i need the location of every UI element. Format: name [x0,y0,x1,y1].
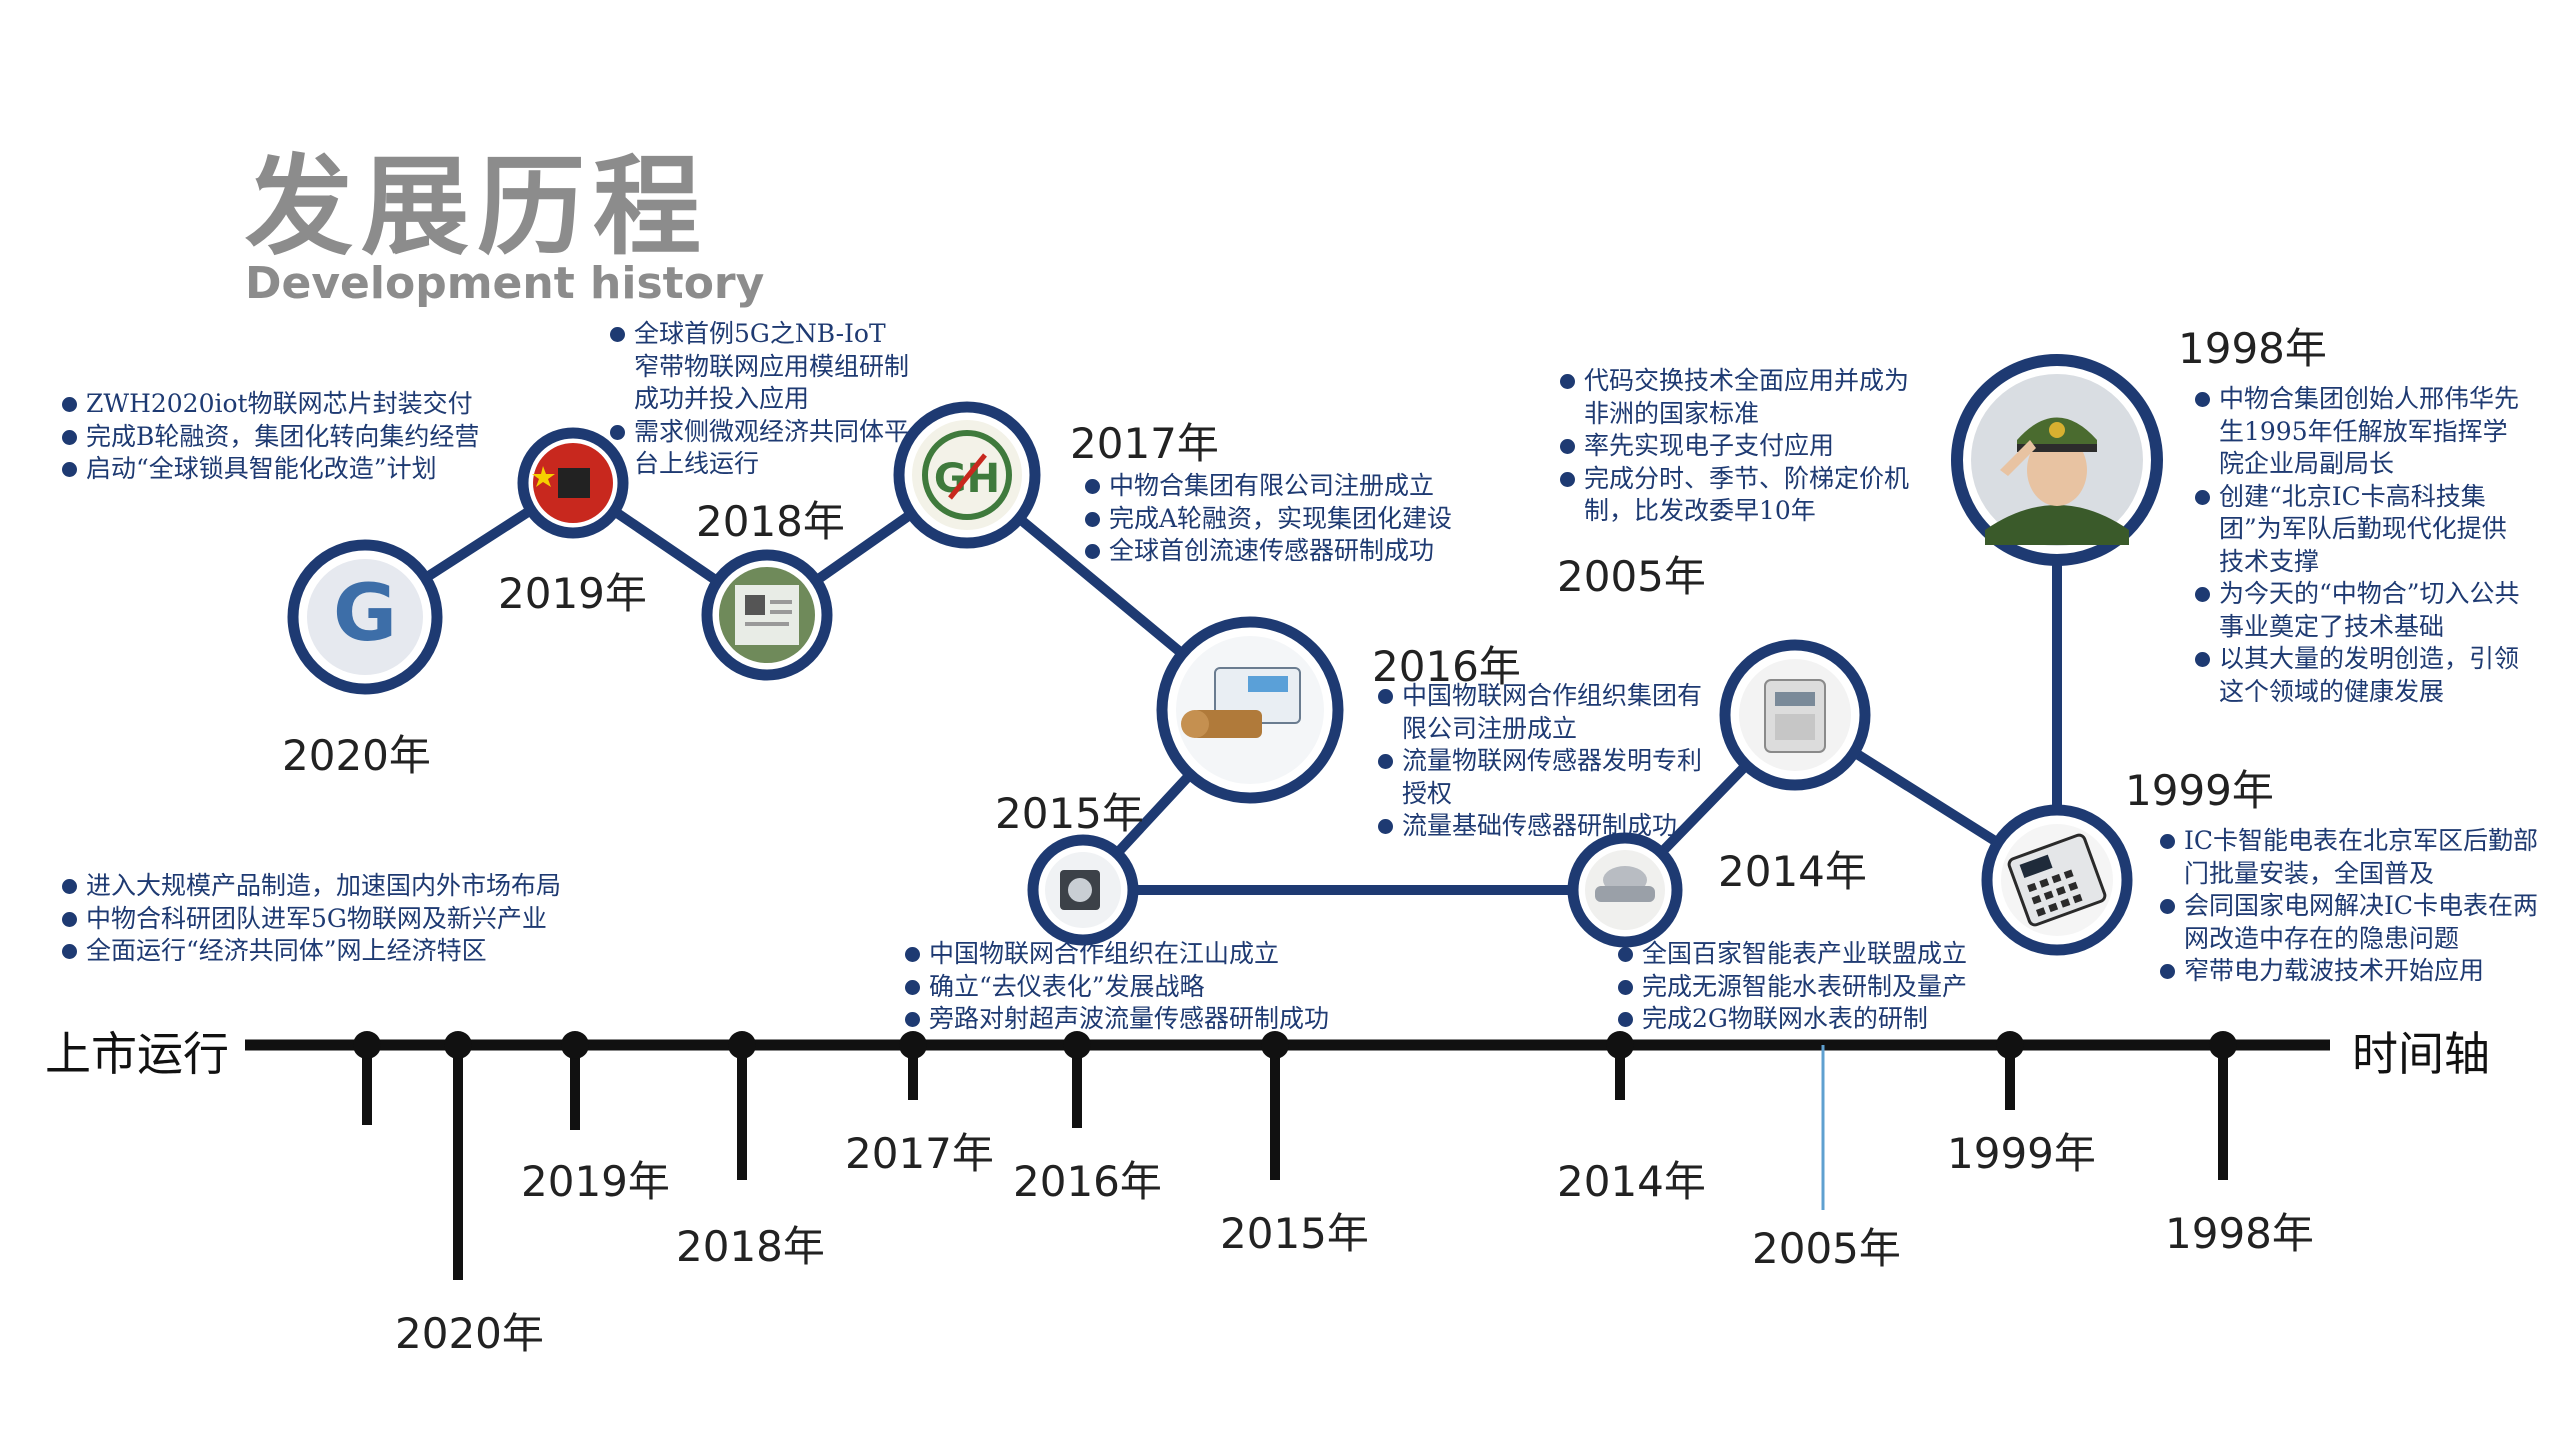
note-item: 完成无源智能水表研制及量产 [1618,971,2018,1004]
note-item: 全球首创流速传感器研制成功 [1085,535,1505,568]
notes-2017: 中物合集团有限公司注册成立 完成A轮融资，实现集团化建设 全球首创流速传感器研制… [1085,470,1505,568]
note-item: ZWH2020iot物联网芯片封装交付 [62,388,532,421]
note-item: 中国物联网合作组织集团有限公司注册成立 [1378,680,1718,745]
notes-2015: 中国物联网合作组织在江山成立 确立“去仪表化”发展战略 旁路对射超声波流量传感器… [905,938,1365,1036]
node-year-2005: 2005年 [1557,552,1706,601]
timeline-ticks [353,1031,2237,1280]
note-item: 会同国家电网解决IC卡电表在两网改造中存在的隐患问题 [2160,890,2545,955]
note-item: 中国物联网合作组织在江山成立 [905,938,1365,971]
page-title: 发展历程 [245,145,710,270]
gas-meter-icon [1739,659,1851,771]
tick-label-2014: 2014年 [1557,1157,1706,1206]
note-item: 完成分时、季节、阶梯定价机制，比发改委早10年 [1560,463,1930,528]
note-item: 窄带电力载波技术开始应用 [2160,955,2545,988]
note-item: 中物合集团创始人邢伟华先生1995年任解放军指挥学院企业局副局长 [2195,383,2525,481]
tick-label-2018: 2018年 [676,1222,825,1271]
notes-2005: 代码交换技术全面应用并成为非洲的国家标准 率先实现电子支付应用 完成分时、季节、… [1560,365,1930,528]
history-path [362,460,2062,895]
node-1999 [1981,804,2133,956]
note-item: 流量物联网传感器发明专利授权 [1378,745,1718,810]
founder-portrait-icon [1971,374,2143,546]
tick-label-2015: 2015年 [1220,1209,1369,1258]
note-item: 完成A轮融资，实现集团化建设 [1085,503,1505,536]
node-2015 [1027,834,1139,946]
tick-label-2019: 2019年 [521,1157,670,1206]
smart-water-meter-icon [1585,850,1665,930]
company-emblem-icon: GH [912,420,1022,530]
notes-2018: 全球首例5G之NB-IoT窄带物联网应用模组研制成功并投入应用 需求侧微观经济共… [610,318,910,481]
node-2016 [1156,616,1344,804]
notes-2016: 中国物联网合作组织集团有限公司注册成立 流量物联网传感器发明专利授权 流量基础传… [1378,680,1718,843]
tick-label-1999: 1999年 [1947,1129,2096,1178]
ic-card-meter-icon [2001,824,2113,936]
note-item: 全球首例5G之NB-IoT窄带物联网应用模组研制成功并投入应用 [610,318,910,416]
tick-label-2005: 2005年 [1752,1224,1901,1273]
axis-left-label: 上市运行 [45,1027,229,1081]
g-logo-icon [307,559,423,675]
svg-text:G: G [333,569,397,659]
notes-1998: 中物合集团创始人邢伟华先生1995年任解放军指挥学院企业局副局长 创建“北京IC… [2195,383,2525,708]
node-2018 [701,549,833,681]
node-year-2017: 2017年 [1070,419,1219,468]
node-2017: GH [893,401,1041,549]
note-item: 需求侧微观经济共同体平台上线运行 [610,416,910,481]
node-2019 [517,427,629,539]
node-2014 [1567,832,1683,948]
note-item: 率先实现电子支付应用 [1560,430,1930,463]
note-item: 代码交换技术全面应用并成为非洲的国家标准 [1560,365,1930,430]
tick-label-2017: 2017年 [845,1129,994,1178]
note-item: 流量基础传感器研制成功 [1378,810,1718,843]
note-item: 启动“全球锁具智能化改造”计划 [62,453,532,486]
tick-label-2016: 2016年 [1013,1157,1162,1206]
node-1998 [1951,354,2163,566]
note-item: 完成B轮融资，集团化转向集约经营 [62,421,532,454]
note-item: 全国百家智能表产业联盟成立 [1618,938,2018,971]
node-year-2016: 2016年 [1372,642,1521,691]
note-item: 旁路对射超声波流量传感器研制成功 [905,1003,1365,1036]
node-year-1999: 1999年 [2125,766,2274,815]
note-item: 为今天的“中物合”切入公共事业奠定了技术基础 [2195,578,2525,643]
node-year-2015: 2015年 [995,789,1144,838]
note-item: 创建“北京IC卡高科技集团”为军队后勤现代化提供技术支撑 [2195,481,2525,579]
ultrasonic-sensor-icon [1045,852,1121,928]
axis-right-label: 时间轴 [2352,1027,2490,1081]
node-year-2014: 2014年 [1718,847,1867,896]
notes-2020-top: ZWH2020iot物联网芯片封装交付 完成B轮融资，集团化转向集约经营 启动“… [62,388,532,486]
nb-iot-module-icon [719,567,815,663]
note-item: 中物合集团有限公司注册成立 [1085,470,1505,503]
note-item: 全面运行“经济共同体”网上经济特区 [62,935,622,968]
note-item: IC卡智能电表在北京军区后勤部门批量安装，全国普及 [2160,825,2545,890]
node-year-2019: 2019年 [498,569,647,618]
notes-2014: 全国百家智能表产业联盟成立 完成无源智能水表研制及量产 完成2G物联网水表的研制 [1618,938,2018,1036]
notes-2020-bottom: 进入大规模产品制造，加速国内外市场布局 中物合科研团队进军5G物联网及新兴产业 … [62,870,622,968]
note-item: 确立“去仪表化”发展战略 [905,971,1365,1004]
node-year-2018: 2018年 [696,497,845,546]
note-item: 完成2G物联网水表的研制 [1618,1003,2018,1036]
note-item: 中物合科研团队进军5G物联网及新兴产业 [62,903,622,936]
node-2020: G [287,539,443,695]
tick-label-1998: 1998年 [2165,1209,2314,1258]
note-item: 进入大规模产品制造，加速国内外市场布局 [62,870,622,903]
flow-sensor-device-icon [1176,636,1324,784]
node-year-1998: 1998年 [2178,324,2327,373]
note-item: 以其大量的发明创造，引领这个领域的健康发展 [2195,643,2525,708]
notes-1999: IC卡智能电表在北京军区后勤部门批量安装，全国普及 会同国家电网解决IC卡电表在… [2160,825,2545,988]
tick-label-2020: 2020年 [395,1309,544,1358]
node-2005 [1719,639,1871,791]
node-year-2020: 2020年 [282,731,431,780]
chip-with-flag-icon [532,443,613,523]
page-subtitle: Development history [245,258,765,309]
